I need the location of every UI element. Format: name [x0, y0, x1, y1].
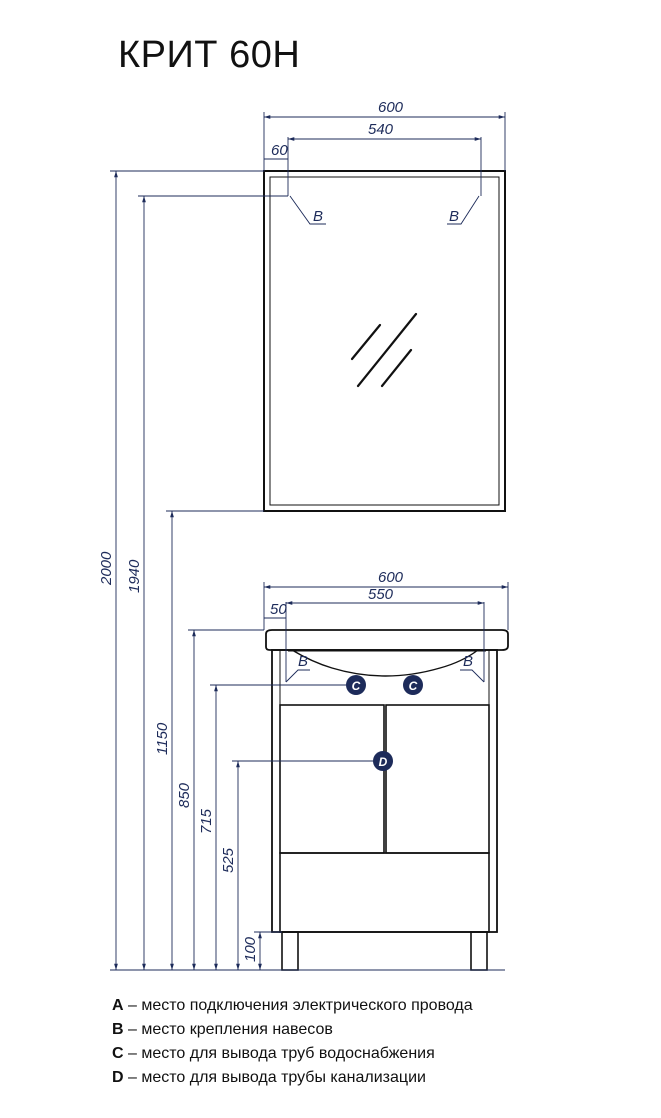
mirror-frame-inner: [269, 176, 500, 506]
cabinet-mount-label: 550: [368, 586, 394, 603]
cabinet-drawer: [279, 852, 490, 933]
technical-drawing: 600 540 60 B B 600: [98, 99, 509, 971]
mirror-frame-outer: [263, 170, 506, 512]
legend-item-a: A – место подключения электрического про…: [112, 997, 473, 1014]
drain-outlet: D: [373, 751, 393, 771]
legend-item-d: D – место для вывода трубы канализации: [112, 1069, 426, 1086]
legend: A – место подключения электрического про…: [112, 994, 473, 1090]
cabinet-mount-label-right: B: [463, 653, 473, 670]
height-2000-label: 2000: [98, 551, 115, 586]
height-715-label: 715: [198, 808, 215, 834]
basin-top: [265, 629, 509, 651]
mirror-mount-mark-left: B: [289, 195, 326, 225]
cabinet-mount-mark-right: B: [460, 653, 485, 683]
water-outlet-label-left: C: [352, 679, 361, 693]
cabinet-offset-label: 50: [270, 601, 287, 618]
drain-outlet-label: D: [379, 755, 388, 769]
water-outlet-right: C: [403, 675, 423, 695]
mirror-mount-mark-right: B: [447, 195, 480, 225]
height-1150-label: 1150: [154, 722, 171, 755]
height-100-dimension: 100: [242, 931, 282, 970]
page-title: КРИТ 60Н: [118, 34, 301, 76]
water-outlet-left: C: [346, 675, 366, 695]
height-2000-dimension: 2000: [98, 170, 264, 970]
mirror-glare-icon: [350, 312, 418, 388]
mirror: [263, 170, 506, 512]
mirror-mount-label-left: B: [313, 208, 323, 225]
height-1150-dimension: 1150: [154, 510, 264, 970]
cabinet-mount-mark-left: B: [285, 653, 310, 683]
height-1940-label: 1940: [126, 559, 143, 593]
cabinet-door-left: [279, 704, 385, 854]
water-outlet-label-right: C: [409, 679, 418, 693]
cabinet-leg-right: [470, 931, 488, 971]
mirror-mount-label-right: B: [449, 208, 459, 225]
mirror-mount-dimension: 540: [287, 121, 482, 196]
cabinet-offset-dimension: 50: [264, 601, 287, 619]
height-525-dimension: 525: [220, 760, 373, 970]
height-100-label: 100: [242, 936, 259, 962]
cabinet-leg-left: [281, 931, 299, 971]
cabinet-width-dimension: 600: [263, 569, 509, 630]
height-715-dimension: 715: [198, 684, 346, 970]
mirror-mount-label: 540: [368, 121, 394, 138]
cabinet-width-label: 600: [378, 569, 404, 586]
legend-item-b: B – место крепления навесов: [112, 1021, 333, 1038]
cabinet-mount-label-left: B: [298, 653, 308, 670]
legend-item-c: C – место для вывода труб водоснабжения: [112, 1045, 435, 1062]
mirror-offset-label: 60: [271, 142, 288, 159]
vanity-cabinet: [265, 629, 509, 971]
cabinet-door-right: [385, 704, 490, 854]
height-850-dimension: 850: [176, 629, 264, 970]
mirror-offset-dimension: 60: [264, 142, 288, 160]
height-525-label: 525: [220, 847, 237, 873]
cabinet-mount-dimension: 550: [285, 586, 485, 682]
basin-bowl: [291, 649, 479, 677]
mirror-width-label: 600: [378, 99, 404, 116]
height-850-label: 850: [176, 782, 193, 808]
height-1940-dimension: 1940: [126, 195, 288, 970]
mirror-width-dimension: 600: [263, 99, 506, 171]
